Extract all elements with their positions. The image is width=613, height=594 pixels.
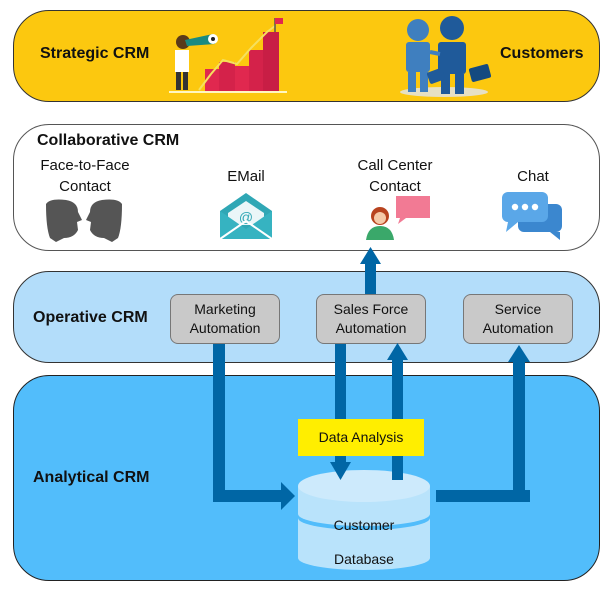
channel-chat-label: Chat: [517, 168, 549, 185]
arrow-head-service-up: [508, 345, 530, 362]
database-label-line1: Customer: [333, 517, 395, 533]
sales-force-automation-box: Sales Force Automation: [316, 294, 426, 344]
database-label-line2: Database: [334, 551, 394, 567]
arrow-head-call-center: [360, 247, 381, 264]
chat-bubbles-icon: [502, 192, 562, 240]
strategic-crm-title: Strategic CRM: [40, 45, 150, 62]
arrow-sales-down: [335, 344, 346, 464]
email-icon: @: [219, 193, 273, 240]
arrow-head-sales-up: [387, 343, 408, 360]
arrow-service-up: [513, 360, 525, 502]
arrow-sales-to-call-center: [365, 262, 376, 294]
channel-email-label: EMail: [227, 168, 265, 185]
strategic-crm-band: [13, 10, 600, 102]
arrow-head-to-database: [281, 482, 295, 510]
arrow-marketing-down: [213, 344, 225, 502]
arrow-head-sales-down: [330, 462, 351, 480]
arrow-db-right: [436, 490, 530, 502]
faces-icon: [46, 199, 122, 242]
marketing-automation-box: Marketing Automation: [170, 294, 280, 344]
customers-handshake-icon: [400, 16, 492, 97]
strategy-growth-icon: [169, 18, 287, 93]
customers-label: Customers: [500, 45, 584, 62]
analytical-crm-title: Analytical CRM: [33, 469, 150, 486]
call-center-agent-icon: [366, 196, 430, 240]
data-analysis-box: Data Analysis: [298, 419, 424, 456]
channel-face-to-face-label: Face-to-Face Contact: [40, 157, 130, 195]
svg-text:@: @: [239, 209, 253, 225]
collaborative-crm-title: Collaborative CRM: [37, 132, 180, 149]
arrow-marketing-right: [213, 490, 283, 502]
channel-call-center-label: Call Center Contact: [357, 157, 433, 195]
service-automation-box: Service Automation: [463, 294, 573, 344]
operative-crm-title: Operative CRM: [33, 309, 148, 326]
